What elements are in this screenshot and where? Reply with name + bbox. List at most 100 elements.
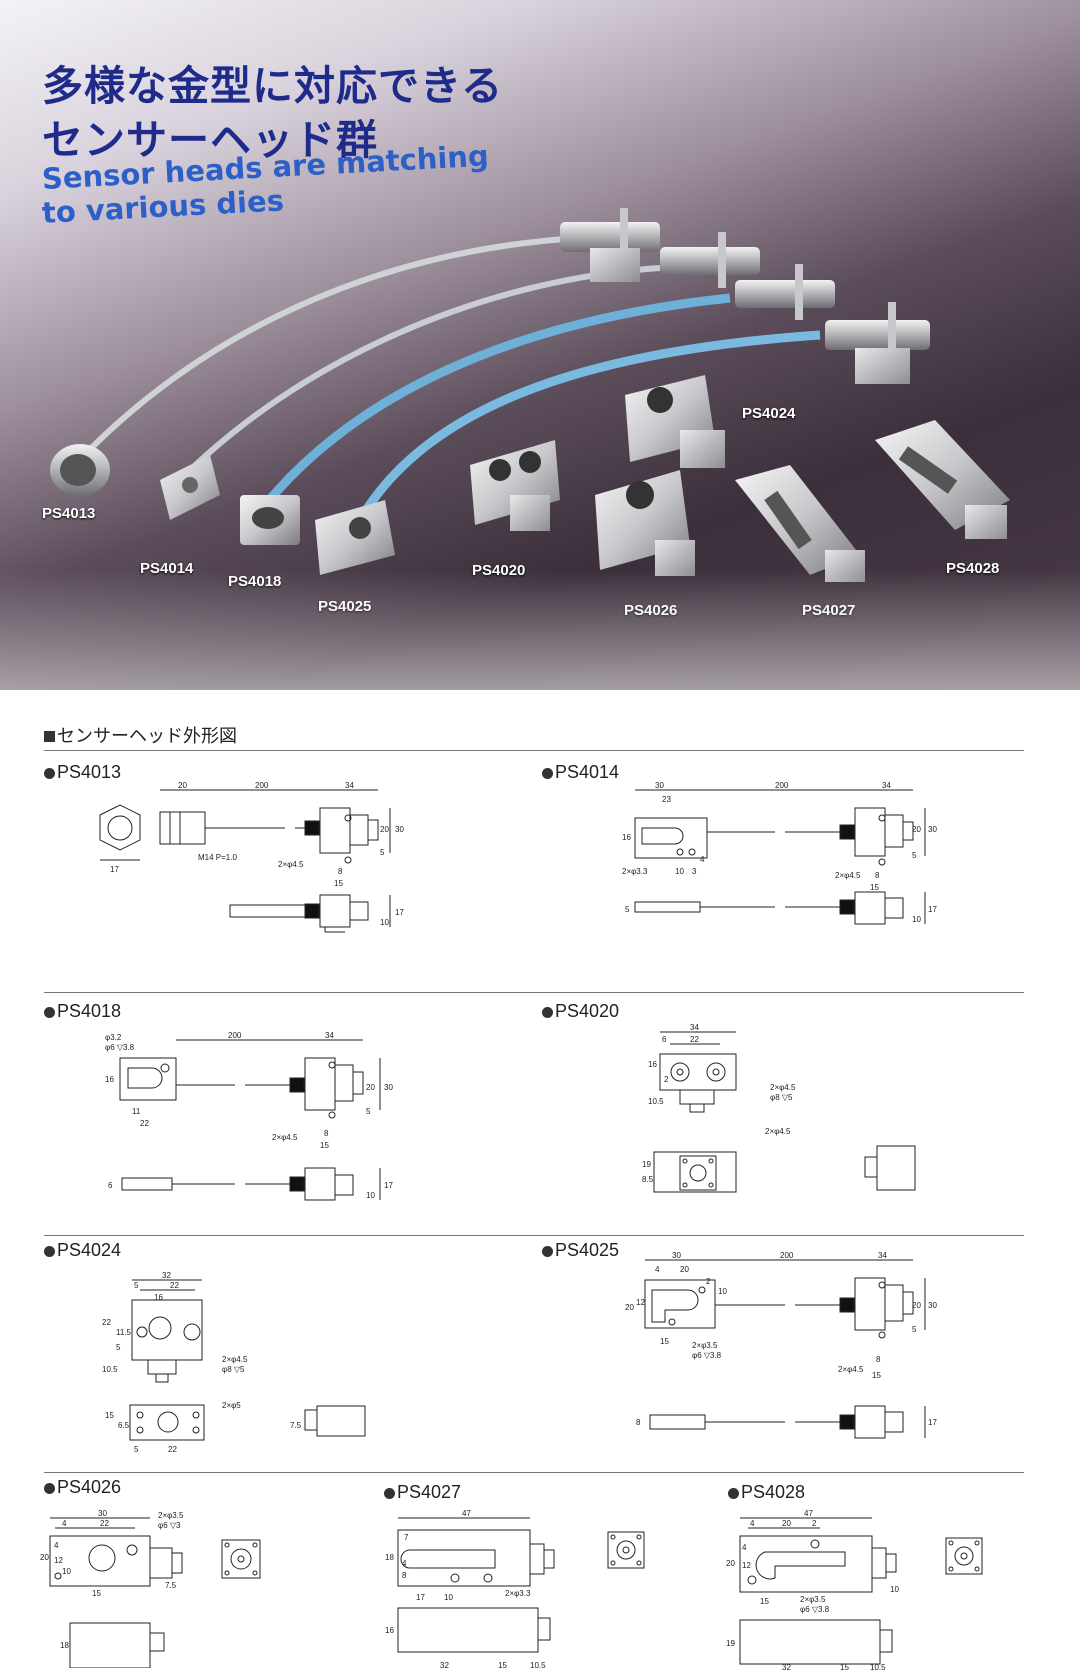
dim-label: 16	[648, 1060, 657, 1069]
connector-icon	[735, 264, 835, 320]
dim-label: 15	[872, 1371, 881, 1380]
sensor-heads-photo	[50, 208, 1010, 582]
dim-label: 8	[338, 867, 343, 876]
drawing-ps4020-svg: 34 22 6 16 2 10.5 2×φ4.5 φ8 ▽5 2×φ4.5 19…	[642, 1023, 916, 1193]
hero-title-jp-line2: センサーヘッド群	[42, 116, 378, 164]
photo-label-ps4024: PS4024	[742, 405, 796, 422]
drawing-ps4026-svg: 30 4 22 2×φ3.5 φ6 ▽3 20 4 12 10 15 7.5 1…	[40, 1509, 261, 1668]
drawing-ps4025: 30 4 20 200 34 2 20 12 10 2×φ3.5 φ6 ▽3.8…	[620, 1250, 980, 1465]
ps4014-head-icon	[160, 455, 220, 520]
section-title: センサーヘッド外形図	[44, 722, 237, 748]
dim-label: 17	[384, 1181, 393, 1190]
drawing-ps4018-svg: φ3.2 φ6 ▽3.8 200 34 16 11 22 2×φ4.5 8 15…	[105, 1031, 393, 1201]
dim-label: 20	[726, 1559, 735, 1568]
dim-label: 30	[655, 781, 664, 790]
dim-label: 16	[105, 1075, 114, 1084]
dim-label: 15	[660, 1337, 669, 1346]
dim-label: 34	[345, 781, 354, 790]
dim-label: 17	[928, 905, 937, 914]
dim-label: 2×φ3.5	[692, 1341, 718, 1350]
drawing-ps4013-svg: 17 20 200 34 M14 P=1.0 2×φ4.5 8 15 20 30…	[99, 781, 404, 933]
dim-label: 30	[672, 1251, 681, 1260]
dim-label: 20	[40, 1553, 49, 1562]
dim-label: 8	[324, 1129, 329, 1138]
dim-label: φ3.2	[105, 1033, 122, 1042]
dim-label: 8.5	[642, 1175, 654, 1184]
dim-label: 16	[385, 1626, 394, 1635]
dim-label: 11	[132, 1107, 141, 1116]
dim-label: 17	[416, 1593, 425, 1602]
dim-label: 15	[840, 1663, 849, 1672]
dim-label: 5	[380, 848, 385, 857]
photo-label-ps4025: PS4025	[318, 598, 372, 615]
dim-label: 4	[402, 1559, 407, 1568]
dim-label: 200	[228, 1031, 242, 1040]
dim-label: 12	[636, 1298, 645, 1307]
cable	[261, 293, 731, 508]
dim-label: 2	[706, 1277, 711, 1286]
dim-label: 22	[690, 1035, 699, 1044]
dim-label: 2×φ4.5	[278, 860, 304, 869]
dim-label: 20	[680, 1265, 689, 1274]
dim-label: 2×φ3.5	[158, 1511, 184, 1520]
dim-label: 32	[440, 1661, 449, 1670]
dim-label: 30	[395, 825, 404, 834]
dim-label: 15	[498, 1661, 507, 1670]
dim-label: 20	[625, 1303, 634, 1312]
dim-label: 15	[334, 879, 343, 888]
drawing-ps4028-svg: 47 4 20 2 20 4 12 10 15 2×φ3.5 φ6 ▽3.8 1…	[726, 1509, 983, 1672]
dim-label: φ6 ▽3.8	[692, 1351, 722, 1360]
dim-label: 200	[775, 781, 789, 790]
dim-label: 20	[912, 1301, 921, 1310]
cable	[177, 265, 661, 483]
dim-label: 2	[812, 1519, 817, 1528]
dim-label: 20	[366, 1083, 375, 1092]
dim-label: 15	[92, 1589, 101, 1598]
bullet-icon	[44, 1007, 55, 1018]
dim-label: 18	[60, 1641, 69, 1650]
dim-label: 23	[662, 795, 671, 804]
divider	[44, 750, 1024, 751]
model-title-ps4026: PS4026	[44, 1477, 121, 1498]
dim-label: 4	[750, 1519, 755, 1528]
dim-label: 10	[675, 867, 684, 876]
dim-label: 2×φ5	[222, 1401, 241, 1410]
bullet-icon	[542, 1246, 553, 1257]
bullet-icon	[728, 1488, 739, 1499]
dim-label: 5	[134, 1281, 139, 1290]
dim-label: 10	[380, 918, 389, 927]
dim-label: 17	[110, 865, 119, 874]
cable	[67, 235, 581, 473]
dim-label: 10	[444, 1593, 453, 1602]
dim-label: 10.5	[102, 1365, 118, 1374]
bullet-icon	[542, 1007, 553, 1018]
photo-label-ps4028: PS4028	[946, 560, 1000, 577]
model-title-ps4018: PS4018	[44, 1001, 121, 1022]
model-title-ps4013: PS4013	[44, 762, 121, 783]
drawing-ps4013: 17 20 200 34 M14 P=1.0 2×φ4.5 8 15 20 30…	[70, 780, 430, 980]
dim-label: 10	[718, 1287, 727, 1296]
dim-label: 34	[878, 1251, 887, 1260]
dim-label: 16	[154, 1293, 163, 1302]
dim-label: 2×φ4.5	[272, 1133, 298, 1142]
photo-label-ps4018: PS4018	[228, 573, 282, 590]
dim-label: 12	[54, 1556, 63, 1565]
dim-label: 4	[62, 1519, 67, 1528]
dim-label: 2×φ4.5	[765, 1127, 791, 1136]
bullet-icon	[542, 768, 553, 779]
dim-label: 2×φ4.5	[222, 1355, 248, 1364]
dim-label: 5	[625, 905, 630, 914]
dim-label: 34	[325, 1031, 334, 1040]
drawing-ps4024-svg: 32 22 5 16 22 11.5 5 10.5 2×φ4.5 φ8 ▽5 1…	[102, 1271, 366, 1454]
drawing-ps4024: 32 22 5 16 22 11.5 5 10.5 2×φ4.5 φ8 ▽5 1…	[100, 1270, 420, 1465]
dim-label: φ8 ▽5	[770, 1093, 793, 1102]
dim-label: 15	[870, 883, 879, 892]
dim-label: 4	[700, 855, 705, 864]
dim-label: 4	[655, 1265, 660, 1274]
divider	[44, 992, 1024, 993]
square-bullet-icon	[44, 731, 55, 742]
dim-label: 20	[178, 781, 187, 790]
drawing-ps4025-svg: 30 4 20 200 34 2 20 12 10 2×φ3.5 φ6 ▽3.8…	[625, 1251, 937, 1439]
dim-label: 30	[928, 825, 937, 834]
dim-label: 20	[380, 825, 389, 834]
